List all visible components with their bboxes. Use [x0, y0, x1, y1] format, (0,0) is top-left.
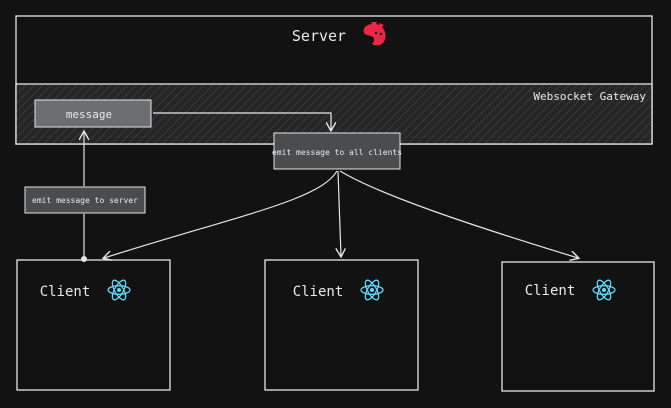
- client-label: Client: [525, 283, 576, 299]
- gateway-label: Websocket Gateway: [533, 90, 646, 103]
- client-box-1: Client: [16, 259, 171, 391]
- client-label: Client: [40, 284, 91, 300]
- nestjs-cat-icon: [363, 22, 386, 46]
- emit-server-label: emit message to server: [32, 196, 138, 205]
- connection-dot: [81, 256, 87, 262]
- emit-all-box: [273, 132, 401, 170]
- server-title: Server: [292, 27, 346, 45]
- react-atom-icon: [107, 277, 131, 303]
- broadcast-arrow-client-1: [104, 170, 338, 258]
- emit-all-label: emit message to all clients: [272, 148, 402, 157]
- react-atom-icon: [360, 277, 384, 303]
- emit-server-box: [24, 186, 146, 214]
- client-box-3: Client: [501, 261, 655, 392]
- client-box-2: Client: [264, 259, 419, 391]
- message-label: message: [66, 108, 112, 121]
- client-label: Client: [293, 284, 344, 300]
- message-to-broadcast-arrow: [153, 112, 331, 130]
- message-box: [34, 99, 152, 128]
- broadcast-arrow-client-2: [338, 170, 341, 256]
- broadcast-arrow-client-3: [339, 170, 578, 258]
- react-atom-icon: [592, 277, 616, 303]
